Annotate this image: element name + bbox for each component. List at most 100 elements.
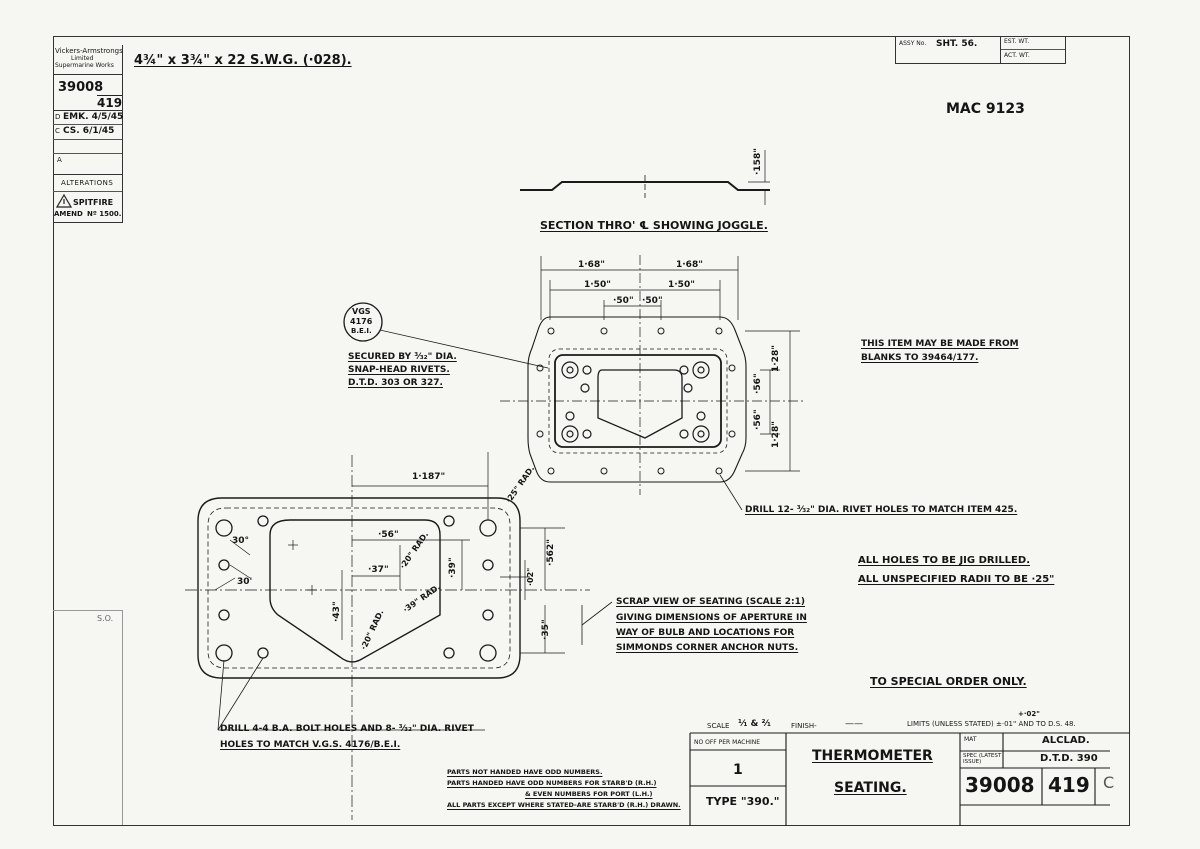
- assy-label: ASSY No.: [899, 40, 927, 47]
- dim-128-top: 1·28": [771, 345, 781, 372]
- dim-168-left: 1·68": [578, 260, 605, 270]
- dim-150-left: 1·50": [584, 280, 611, 290]
- scrap-view: [185, 452, 613, 820]
- size-letter: C: [1103, 773, 1115, 792]
- note-scrap-line-4: SIMMONDS CORNER ANCHOR NUTS.: [616, 643, 799, 653]
- note-scrap-line-1: SCRAP VIEW OF SEATING (SCALE 2:1): [616, 597, 806, 607]
- vgs-leader: [379, 329, 549, 369]
- special-order-note: TO SPECIAL ORDER ONLY.: [870, 675, 1027, 688]
- weight-block: EST. WT. ACT. WT.: [1001, 36, 1066, 64]
- spec-label: SPEC (LATEST ISSUE): [963, 753, 1002, 765]
- dim-56-scrap: ·56": [378, 530, 399, 540]
- alterations-block: ALTERATIONS SPITFIRE AMEND Nº 1500.: [53, 175, 123, 223]
- dim-168-right: 1·68": [676, 260, 703, 270]
- amend-text: AMEND: [54, 210, 83, 218]
- drawn-prefix: D: [55, 113, 61, 121]
- note-secured-line-1: SECURED BY ³⁄₃₂" DIA.: [348, 352, 457, 362]
- approved-prefix: A: [57, 156, 62, 164]
- company-line-3: Supermarine Works: [55, 62, 114, 69]
- section-view: [520, 150, 770, 205]
- dim-50-left: ·50": [613, 296, 634, 306]
- act-wt-label: ACT. WT.: [1004, 52, 1030, 59]
- part-title-line-1: THERMOMETER: [812, 748, 933, 764]
- note-drill-44-line-2: HOLES TO MATCH V.G.S. 4176/B.E.I.: [220, 740, 401, 750]
- handed-note-1: PARTS NOT HANDED HAVE ODD NUMBERS.: [447, 768, 603, 776]
- company-line-1: Vickers-Armstrongs: [55, 47, 123, 55]
- scrap-view-outline: [197, 497, 521, 679]
- mat-label: MAT: [964, 736, 977, 743]
- dim-150-right: 1·50": [668, 280, 695, 290]
- dim-43: ·43": [332, 601, 342, 622]
- scale-label: SCALE: [707, 722, 730, 730]
- dim-56-bottom: ·56": [753, 409, 763, 430]
- note-secured-line-2: SNAP-HEAD RIVETS.: [348, 365, 450, 375]
- limits-plus: +·02": [1018, 710, 1040, 718]
- handed-note-3: & EVEN NUMBERS FOR PORT (L.H.): [525, 790, 653, 798]
- finish-value: ——: [845, 719, 863, 729]
- sheet-number: SHT. 56.: [936, 39, 978, 49]
- mac-number: MAC 9123: [946, 101, 1025, 117]
- side-rule-lower: S.O.: [53, 610, 123, 825]
- amend-type: SPITFIRE: [73, 198, 114, 207]
- amend-triangle-icon: [56, 194, 72, 208]
- scrap-view-aperture: [269, 519, 441, 663]
- vgs-bubble-line-1: VGS: [352, 307, 371, 316]
- assy-block: ASSY No. SHT. 56.: [895, 36, 1001, 64]
- left-item-number: 419: [97, 95, 123, 110]
- top-view-aperture: [597, 369, 683, 439]
- amend-number: Nº 1500.: [87, 210, 122, 218]
- drawn-by: EMK. 4/5/45: [63, 112, 124, 122]
- scrap-view-holes: [215, 515, 497, 662]
- dim-39: ·39": [448, 557, 458, 578]
- left-number-block: 39008 419: [53, 75, 123, 111]
- no-off-value: 1: [733, 762, 743, 778]
- note-scrap-line-3: WAY OF BULB AND LOCATIONS FOR: [616, 628, 795, 638]
- mat-value: ALCLAD.: [1042, 735, 1090, 746]
- section-title: SECTION THRO' ℄ SHOWING JOGGLE.: [540, 219, 768, 232]
- note-unspecified-radii: ALL UNSPECIFIED RADII TO BE ·25": [858, 574, 1055, 585]
- side-label: S.O.: [97, 614, 114, 623]
- dim-02: ·02": [526, 567, 535, 586]
- vgs-bubble-line-2: 4176: [350, 317, 373, 326]
- section-profile: [520, 181, 770, 191]
- note-jig-drilled: ALL HOLES TO BE JIG DRILLED.: [858, 555, 1030, 566]
- alterations-label: ALTERATIONS: [61, 179, 114, 187]
- material-size: 4¾" x 3¾" x 22 S.W.G. (·028).: [134, 53, 352, 68]
- checked-by: CS. 6/1/45: [63, 126, 115, 136]
- dim-37: ·37": [368, 565, 389, 575]
- note-drill-44-line-1: DRILL 4-4 B.A. BOLT HOLES AND 8- ³⁄₃₂" D…: [220, 724, 474, 734]
- blanks-note-line-1: THIS ITEM MAY BE MADE FROM: [861, 339, 1019, 349]
- note-scrap-line-2: GIVING DIMENSIONS OF APERTURE IN: [616, 613, 807, 623]
- scrap-view-dimensions: [214, 452, 565, 654]
- handed-note-2: PARTS HANDED HAVE ODD NUMBERS FOR STARB'…: [447, 779, 657, 787]
- top-view-outline: [527, 316, 747, 483]
- dim-562: ·562": [546, 539, 556, 566]
- drill-12-leader: [719, 474, 743, 511]
- dim-35: ·35": [541, 619, 551, 640]
- note-drill-12: DRILL 12- ³⁄₃₂" DIA. RIVET HOLES TO MATC…: [745, 505, 1018, 515]
- top-view-rivet-holes: [536, 327, 736, 475]
- left-drawing-number: 39008: [58, 80, 104, 95]
- blanks-note-line-2: BLANKS TO 39464/177.: [861, 353, 979, 363]
- part-title-line-2: SEATING.: [834, 780, 907, 796]
- vgs-bubble-line-3: B.E.I.: [351, 327, 372, 335]
- scale-value: ¹⁄₁ & ²⁄₁: [738, 719, 771, 729]
- title-block-lines: [689, 732, 1130, 826]
- title-item-number: 419: [1048, 773, 1090, 797]
- scrap-view-centermarks: [288, 540, 317, 595]
- no-off-label: NO OFF PER MACHINE: [694, 739, 761, 746]
- signature-block: D EMK. 4/5/45 C CS. 6/1/45 A: [53, 111, 123, 175]
- section-dim-158: ·158": [753, 148, 763, 175]
- dim-50-right: ·50": [642, 296, 663, 306]
- drawing-frame: [53, 36, 1130, 826]
- dim-30deg-b: 30': [237, 577, 253, 587]
- limits-text: LIMITS (UNLESS STATED) ±·01" AND TO D.S.…: [907, 720, 1076, 728]
- top-view-corner-nuts: [561, 361, 710, 443]
- top-view-dimensions: [540, 256, 800, 472]
- company-line-2: Limited: [71, 55, 94, 62]
- handed-note-4: ALL PARTS EXCEPT WHERE STATED-ARE STARB'…: [447, 801, 681, 809]
- vgs-bubble-circle: [343, 302, 383, 342]
- drill-44-leader-a: [217, 659, 225, 731]
- company-block: Vickers-Armstrongs Limited Supermarine W…: [53, 45, 123, 75]
